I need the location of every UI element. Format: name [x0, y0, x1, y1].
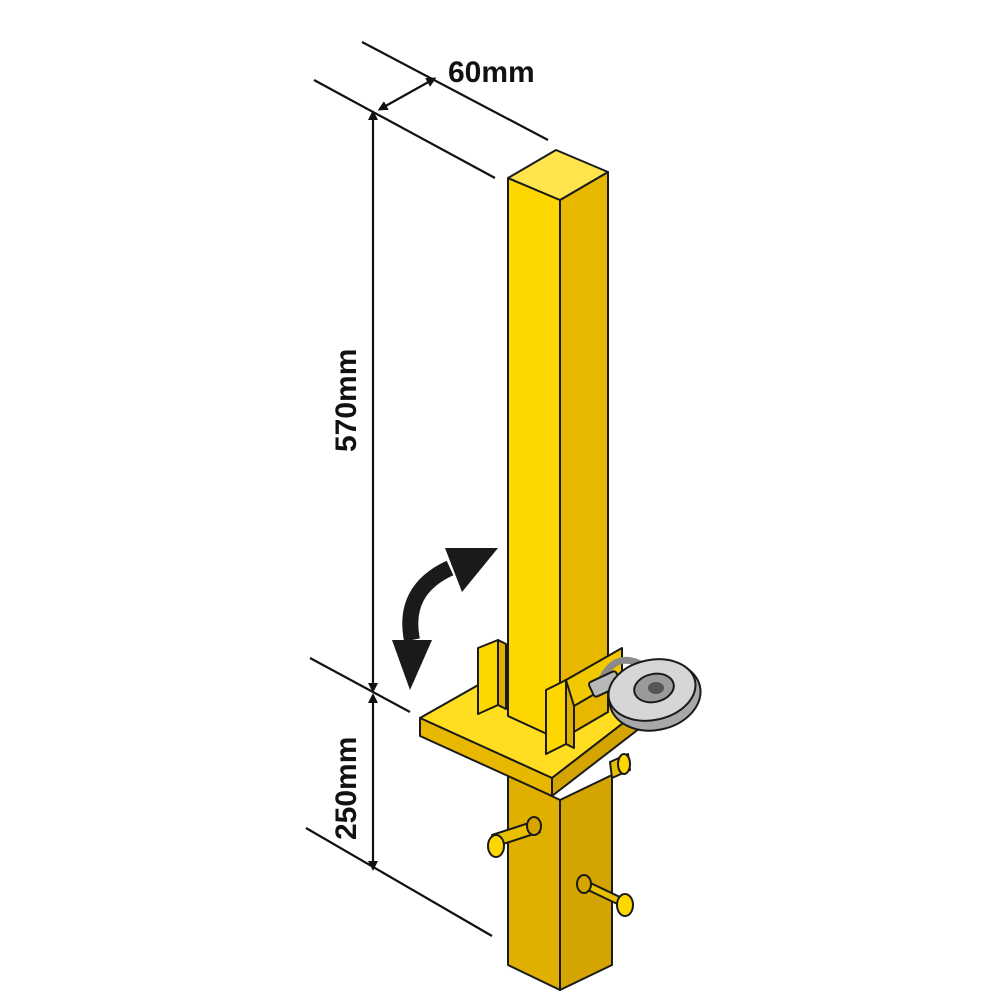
hinge-lug-left: [477, 639, 507, 715]
extension-line: [309, 657, 411, 713]
extension-line: [313, 79, 496, 179]
post-top: [507, 149, 609, 201]
padlock-icon: [588, 656, 702, 732]
height-above-label: 570mm: [330, 349, 363, 452]
extension-line: [305, 827, 493, 937]
dimension-arrow: [377, 77, 437, 111]
anchor-pin: [487, 816, 542, 858]
dimension-60mm: 60mm: [313, 41, 549, 179]
post-front: [507, 177, 561, 741]
hinge-lug-right: [545, 647, 623, 755]
anchor-pin: [576, 874, 634, 917]
dimension-250mm: 250mm: [305, 693, 493, 937]
curved-double-arrow-icon: [392, 548, 498, 690]
post-side: [559, 171, 609, 741]
post-lower-front: [507, 774, 561, 991]
extension-line: [361, 41, 549, 141]
post-upper-section: [507, 149, 609, 741]
dimension-570mm: 570mm: [309, 110, 411, 713]
anchor-pin: [609, 753, 631, 779]
post-ground-section: [487, 753, 634, 991]
width-label: 60mm: [448, 56, 535, 89]
height-below-label: 250mm: [330, 737, 363, 840]
